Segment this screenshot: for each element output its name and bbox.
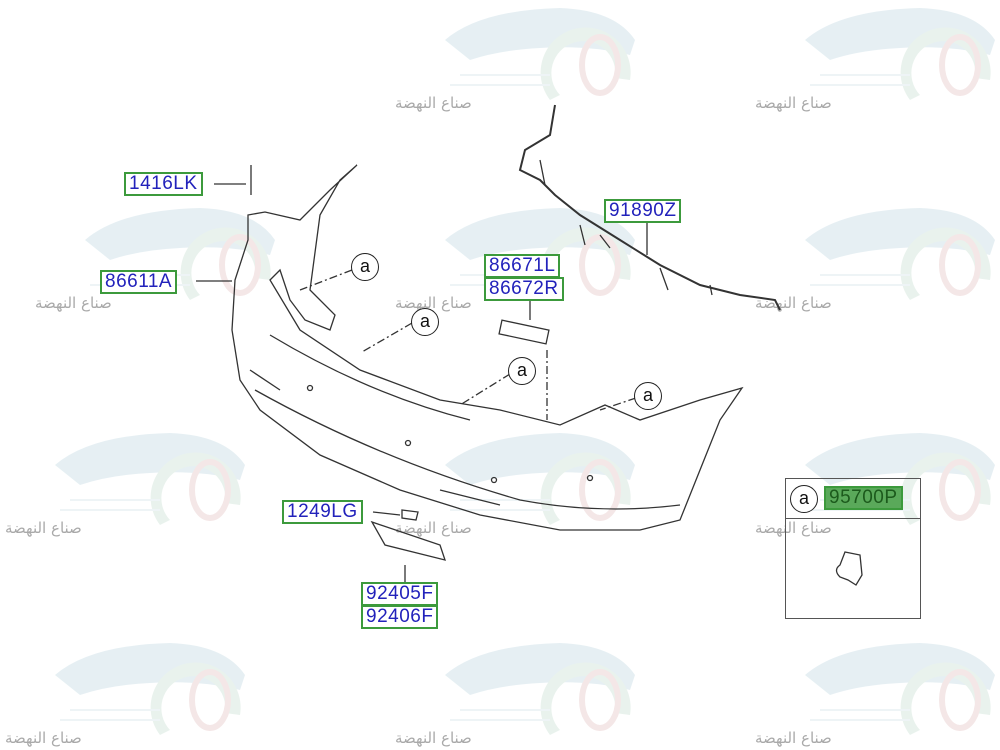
watermark-text: صناع النهضة [5,519,82,537]
watermark-text: صناع النهضة [755,519,832,537]
wiring-harness [518,104,781,311]
parking-sensor [835,551,863,586]
watermark-text: صناع النهضة [395,729,472,747]
watermark-logo [440,0,640,115]
ref-marker-a: a [411,308,439,336]
part-label-1416LK[interactable]: 1416LK [124,172,203,196]
watermark-text: صناع النهضة [35,294,112,312]
part-label-86671L[interactable]: 86671L [484,254,561,278]
ref-marker-a: a [351,253,379,281]
watermark-text: صناع النهضة [755,294,832,312]
watermark-logo [80,200,280,315]
watermark-text: صناع النهضة [395,94,472,112]
part-label-1249LG[interactable]: 1249LG [282,500,363,524]
part-label-91890Z[interactable]: 91890Z [604,199,682,223]
watermark-logo [800,635,1000,750]
bumper-cover [231,164,744,531]
watermark-text: صناع النهضة [5,729,82,747]
ref-marker-a: a [508,357,536,385]
watermark-logo [800,425,1000,540]
watermark-logo [800,200,1000,315]
ref-marker-a: a [790,485,818,513]
watermark-logo [800,0,1000,115]
watermark-logo [440,425,640,540]
inset-divider [786,518,920,519]
watermark-logo [50,635,250,750]
watermark-logo [50,425,250,540]
part-label-86611A[interactable]: 86611A [100,270,178,294]
ref-marker-a: a [634,382,662,410]
sensor-inset-box: a 95700P [785,478,921,619]
part-label-86672R[interactable]: 86672R [484,277,564,301]
part-label-92405F[interactable]: 92405F [361,582,439,606]
watermark-text: صناع النهضة [755,94,832,112]
part-label-92406F[interactable]: 92406F [361,605,439,629]
watermark-text: صناع النهضة [395,294,472,312]
watermark-text: صناع النهضة [755,729,832,747]
watermark-text: صناع النهضة [395,519,472,537]
watermark-logo [440,635,640,750]
part-label-95700P[interactable]: 95700P [824,486,903,510]
